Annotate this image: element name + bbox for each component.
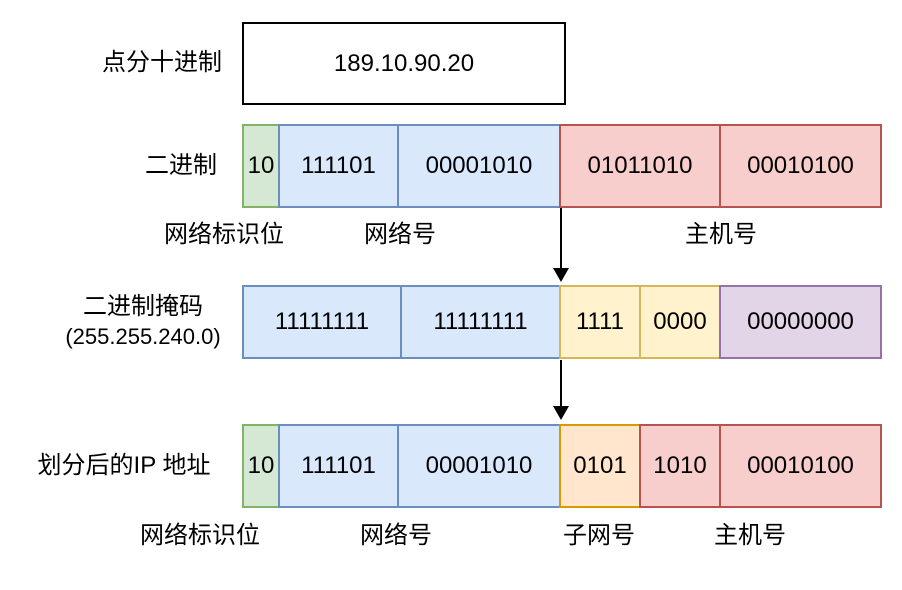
binary-cell-text: 111101: [301, 152, 376, 179]
result-cell-network-octet2: 00001010: [397, 424, 561, 508]
binary-cell-text: 01011010: [587, 152, 693, 179]
result-cell-host-octet4: 00010100: [719, 424, 882, 508]
result-cell-network-octet1: 111101: [278, 424, 399, 508]
binary-cell-network-octet2: 00001010: [397, 124, 561, 208]
arrow-line: [560, 360, 562, 408]
result-cell-text: 10: [247, 452, 275, 479]
mask-cell-octet1: 11111111: [242, 285, 402, 359]
result-cell-text: 111101: [301, 452, 376, 479]
arrow-head-icon: [553, 406, 569, 420]
binary-caption-network-number: 网络号: [364, 221, 436, 248]
result-cell-text: 00001010: [425, 452, 533, 479]
binary-cell-text: 00001010: [425, 152, 533, 179]
mask-cell-subnet-bits: 1111: [559, 285, 641, 359]
binary-caption-host-number: 主机号: [685, 221, 757, 248]
result-cell-text: 00010100: [747, 452, 854, 479]
result-cell-subnet-bits: 0101: [559, 424, 641, 508]
binary-cell-text: 10: [247, 152, 275, 179]
mask-cell-octet2: 11111111: [400, 285, 561, 359]
arrow-head-icon: [553, 268, 569, 282]
result-row-label: 划分后的IP 地址: [37, 452, 211, 479]
arrow-line: [560, 208, 562, 270]
mask-cell-text: 11111111: [274, 308, 370, 335]
mask-cell-text: 11111111: [433, 308, 528, 335]
binary-caption-network-id: 网络标识位: [164, 221, 284, 248]
result-caption-host-number: 主机号: [714, 522, 786, 549]
dotted-decimal-label: 点分十进制: [102, 49, 222, 76]
mask-cell-octet4: 00000000: [719, 285, 882, 359]
result-cell-host-bits-high: 1010: [639, 424, 721, 508]
binary-cell-network-prefix: 10: [242, 124, 280, 208]
mask-cell-text: 0000: [653, 308, 707, 335]
mask-label-line2: (255.255.240.0): [65, 324, 221, 349]
result-caption-network-id: 网络标识位: [140, 522, 260, 549]
mask-label-line1: 二进制掩码: [83, 293, 203, 320]
result-cell-text: 1010: [653, 452, 707, 479]
binary-cell-network-octet1: 111101: [278, 124, 399, 208]
dotted-decimal-value-box: 189.10.90.20: [242, 22, 566, 105]
dotted-decimal-value: 189.10.90.20: [333, 49, 475, 77]
result-cell-text: 0101: [573, 452, 627, 479]
mask-cell-text: 1111: [575, 308, 625, 335]
binary-cell-text: 00010100: [747, 152, 854, 179]
result-caption-subnet-number: 子网号: [563, 522, 635, 549]
result-caption-network-number: 网络号: [360, 522, 432, 549]
binary-cell-host-octet4: 00010100: [719, 124, 882, 208]
mask-cell-host-bits: 0000: [639, 285, 721, 359]
mask-cell-text: 00000000: [747, 308, 854, 335]
binary-cell-host-octet3: 01011010: [559, 124, 721, 208]
binary-row-label: 二进制: [145, 152, 217, 179]
result-cell-network-prefix: 10: [242, 424, 280, 508]
